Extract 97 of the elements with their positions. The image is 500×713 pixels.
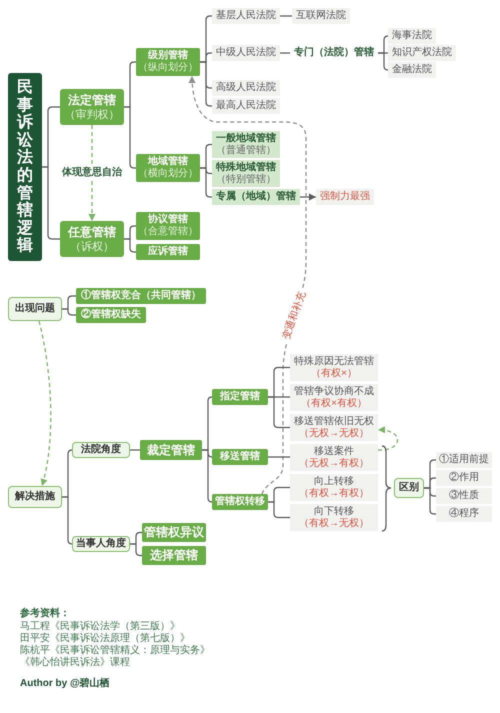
outlined-topic-box: 法院角度 xyxy=(72,442,130,458)
reference-entry: 马工程《民事诉讼法学（第三版）》 xyxy=(20,621,180,632)
topic-box: 管辖权异议 xyxy=(142,523,206,542)
subtopic-box: 强制力最强 xyxy=(316,189,374,205)
dashed-arrow xyxy=(88,125,96,221)
topic-box: 指定管辖 xyxy=(212,389,268,405)
topic-title: 地域管辖 xyxy=(148,156,188,168)
topic-title: 特殊地域管辖 xyxy=(216,162,276,174)
connector-line xyxy=(200,61,212,107)
topic-box: ②管辖权缺失 xyxy=(76,307,146,323)
connector-line xyxy=(280,15,292,17)
subtopic-box xyxy=(212,131,280,158)
connector-line xyxy=(202,449,213,503)
topic-title: 级别管辖 xyxy=(148,50,188,62)
subtopic-box xyxy=(290,384,378,411)
topic-subtitle: （有权×） xyxy=(311,368,357,380)
topic-subtitle: （有权→有权） xyxy=(299,488,369,500)
topic-subtitle: （有权×有权） xyxy=(301,398,367,410)
outlined-topic-box: 当事人角度 xyxy=(72,536,130,552)
dashed-arrow xyxy=(38,320,52,486)
topic-subtitle: （合意管辖） xyxy=(138,226,198,238)
subtopic-box: 专属（地域）管辖 xyxy=(212,189,300,205)
subtopic-box: 高级人民法院 xyxy=(212,80,280,96)
topic-title: 管辖争议协商不成 xyxy=(294,386,374,398)
outlined-topic-box: 区别 xyxy=(394,478,424,498)
subtopic-box: 最高人民法院 xyxy=(212,98,280,114)
topic-box xyxy=(136,154,200,182)
topic-title: 一般地域管辖 xyxy=(216,132,276,144)
subtopic-box: 中级人民法院 xyxy=(212,45,280,61)
edge-label: 变通和补充 xyxy=(280,288,310,344)
topic-title: 协议管辖 xyxy=(148,214,188,226)
topic-subtitle: （特别管辖） xyxy=(216,174,276,186)
subtopic-box xyxy=(290,474,378,501)
subtopic-box: 基层人民法院 xyxy=(212,8,280,24)
reference-entry: 陈杭平《民事诉讼管辖精义：原理与实务》 xyxy=(20,645,210,656)
edge-label: 体现意思自治 xyxy=(60,167,124,179)
topic-box xyxy=(136,48,200,76)
topic-subtitle: （无权→有权） xyxy=(299,458,369,470)
connector-line xyxy=(62,496,73,545)
subtopic-box: ④程序 xyxy=(436,506,492,522)
subtopic-box: 知识产权法院 xyxy=(388,45,456,61)
topic-box: ①管辖权竞合（共同管辖） xyxy=(76,288,206,304)
subtopic-box: ①适用前提 xyxy=(436,452,492,468)
dashed-arrow xyxy=(378,426,398,451)
subtopic-box: 互联网法院 xyxy=(292,8,350,24)
subtopic-box: ②作用 xyxy=(436,470,492,486)
connector-line xyxy=(268,396,290,428)
connector-line xyxy=(378,52,389,71)
subtopic-text: 专门（法院）管辖 xyxy=(290,45,378,61)
connector-line xyxy=(280,52,290,54)
topic-subtitle: （审判权） xyxy=(64,108,120,122)
topic-title: 移送案件 xyxy=(314,446,354,458)
topic-title: 向上转移 xyxy=(314,476,354,488)
subtopic-box xyxy=(290,504,378,531)
topic-box: 应诉管辖 xyxy=(136,244,200,260)
main-topic-box xyxy=(60,221,124,257)
connector-line xyxy=(130,449,140,451)
vertical-title: 民事诉讼法的管辖逻辑 xyxy=(17,79,33,255)
topic-title: 特殊原因无法管辖 xyxy=(294,356,374,368)
subtopic-box: 海事法院 xyxy=(388,28,436,44)
topic-box xyxy=(136,212,200,240)
reference-entry: 《韩心怡讲民诉法》课程 xyxy=(20,657,130,669)
topic-title: 法定管辖 xyxy=(68,92,116,108)
topic-title: 向下转移 xyxy=(314,506,354,518)
dashed-arrow xyxy=(188,76,307,494)
outlined-topic-box: 解决措施 xyxy=(8,486,62,508)
topic-box: 裁定管辖 xyxy=(140,440,202,460)
topic-title: 移送管辖依旧无权 xyxy=(294,416,374,428)
topic-subtitle: （横向划分） xyxy=(138,168,198,180)
outlined-topic-box: 出现问题 xyxy=(8,297,62,321)
topic-title: 任意管辖 xyxy=(68,224,116,240)
reference-entry: 田平安《民事诉讼法原理（第七版）》 xyxy=(20,633,190,644)
connector-line xyxy=(62,308,76,316)
topic-box: 移送管辖 xyxy=(212,449,268,465)
connector-line xyxy=(268,501,290,518)
main-topic-box xyxy=(60,89,124,125)
subtopic-box xyxy=(290,444,378,471)
author-credit: Author by @碧山栖 xyxy=(20,678,110,690)
topic-subtitle: （普通管辖） xyxy=(216,144,276,156)
topic-box: 管辖权转移 xyxy=(212,494,268,510)
connector-line xyxy=(268,456,290,458)
references-heading: 参考资料： xyxy=(20,608,70,620)
subtopic-box: ③性质 xyxy=(436,488,492,504)
topic-box: 选择管辖 xyxy=(142,546,206,565)
subtopic-box xyxy=(212,160,280,187)
topic-subtitle: （纵向划分） xyxy=(138,62,198,74)
connector-line xyxy=(424,487,436,515)
topic-subtitle: （有权→无权） xyxy=(299,518,369,530)
topic-subtitle: （诉权） xyxy=(70,240,114,254)
connector-line xyxy=(124,238,136,253)
connector-line xyxy=(130,543,142,556)
subtopic-box: 金融法院 xyxy=(388,62,436,78)
central-topic-box xyxy=(8,73,42,261)
subtopic-box xyxy=(290,414,378,441)
arrow xyxy=(300,194,316,200)
subtopic-box xyxy=(290,354,378,381)
topic-subtitle: （无权→无权） xyxy=(299,428,369,440)
